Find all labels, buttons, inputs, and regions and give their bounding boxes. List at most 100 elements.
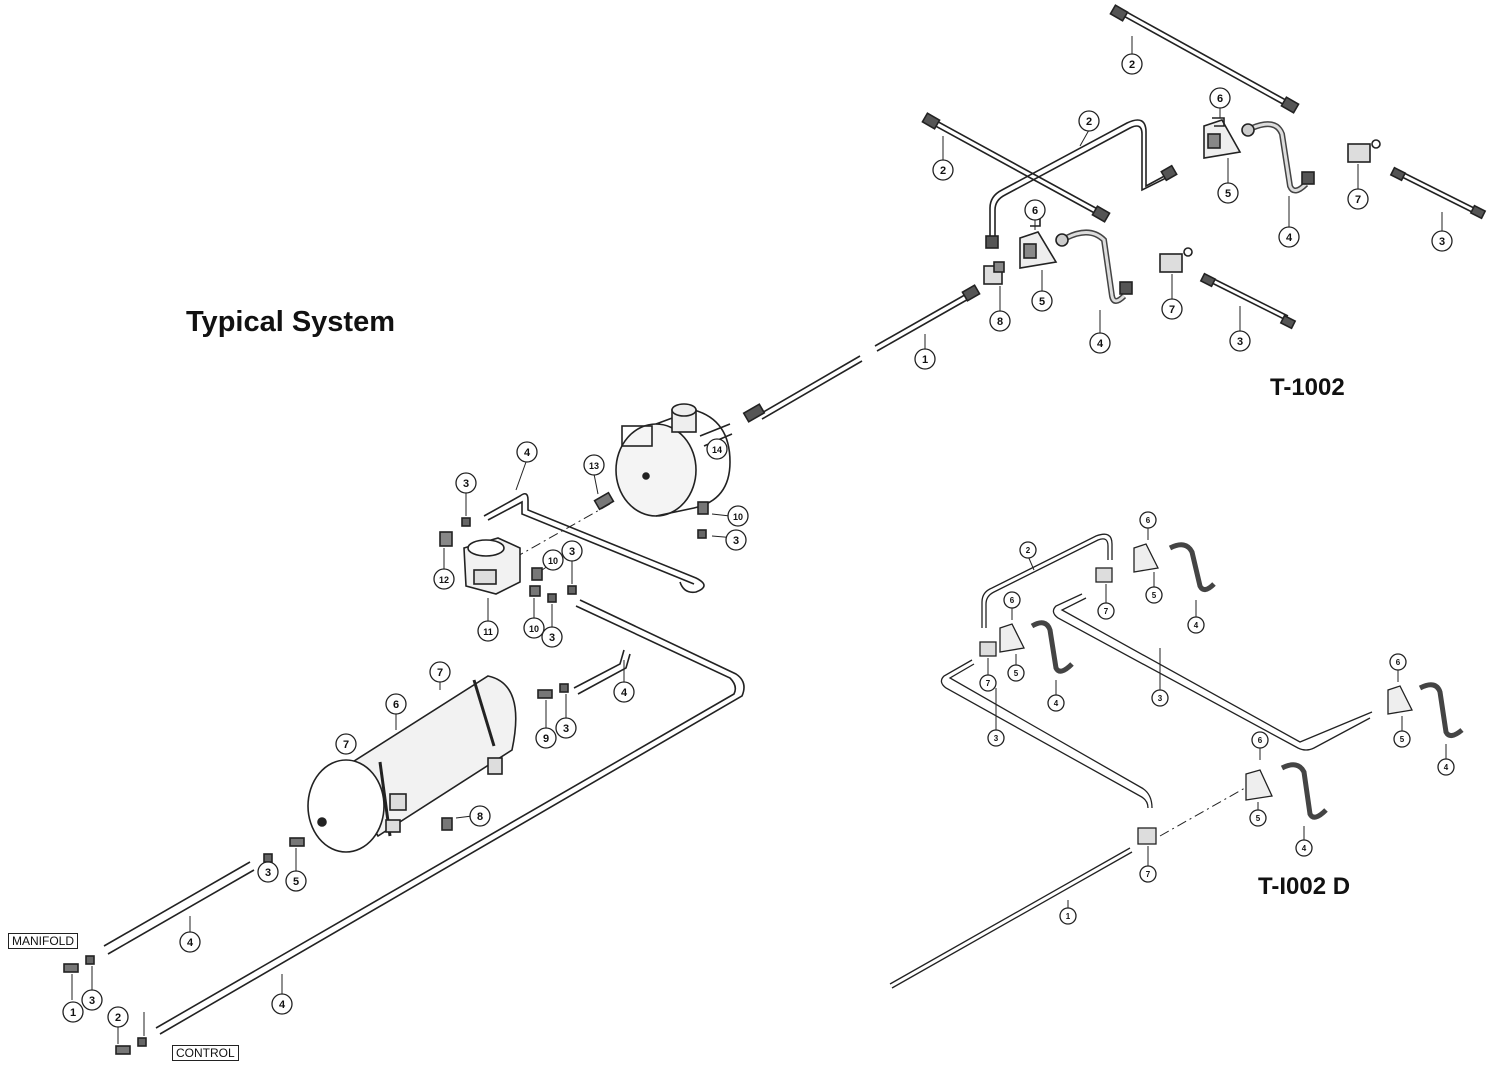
callout-circle bbox=[613, 681, 635, 703]
callout-number: 6 bbox=[1258, 736, 1263, 745]
callout-number: 4 bbox=[524, 447, 531, 459]
callout-number: 5 bbox=[1014, 669, 1019, 678]
callout-circle bbox=[542, 549, 564, 571]
t1002d-hose-4b bbox=[1030, 620, 1074, 674]
t1002d-tube-3a bbox=[1052, 593, 1371, 751]
callout-circle bbox=[455, 472, 477, 494]
t1002d-hose-4d bbox=[1280, 762, 1328, 820]
typical-nut-3g bbox=[85, 955, 95, 965]
callout-circle bbox=[1139, 511, 1157, 529]
callout-circle bbox=[1031, 290, 1053, 312]
callout-number: 14 bbox=[712, 445, 722, 455]
callout-circle bbox=[62, 1001, 84, 1023]
typical-fitting-12 bbox=[439, 531, 453, 547]
callout-number: 3 bbox=[733, 535, 739, 547]
callout-circle bbox=[1229, 330, 1251, 352]
callout-circle bbox=[1024, 199, 1046, 221]
callout-circle bbox=[1139, 865, 1157, 883]
callout-circle bbox=[1251, 731, 1269, 749]
callout-circle bbox=[271, 993, 293, 1015]
t1002-tube-2-bent bbox=[994, 125, 1171, 238]
callout-number: 4 bbox=[187, 937, 194, 949]
t1002-bracket-5 bbox=[1019, 231, 1058, 269]
callout-number: 6 bbox=[1146, 516, 1151, 525]
callout-number: 3 bbox=[265, 867, 271, 879]
callout-circle bbox=[523, 617, 545, 639]
callout-circle bbox=[1209, 87, 1231, 109]
callout-circle bbox=[1047, 694, 1065, 712]
typical-nut-3h bbox=[137, 1037, 147, 1047]
callout-number: 10 bbox=[529, 624, 539, 634]
typical-tube-4b bbox=[573, 649, 625, 689]
callout-number: 4 bbox=[279, 999, 286, 1011]
callout-circle bbox=[989, 310, 1011, 332]
t1002d-bracket-5d bbox=[1245, 769, 1273, 801]
callout-number: 4 bbox=[1286, 232, 1293, 244]
callout-circle bbox=[179, 931, 201, 953]
callout-circle bbox=[81, 989, 103, 1011]
callout-circle bbox=[1121, 53, 1143, 75]
callout-circle bbox=[1187, 616, 1205, 634]
callout-number: 4 bbox=[1054, 699, 1059, 708]
callout-circle bbox=[1151, 689, 1169, 707]
callout-circle bbox=[706, 438, 728, 460]
callout-number: 4 bbox=[1097, 338, 1104, 350]
callout-number: 7 bbox=[437, 667, 443, 679]
t1002d-tee-7a bbox=[1095, 567, 1113, 583]
callout-circle bbox=[1389, 653, 1407, 671]
typical-nut-3c bbox=[567, 585, 577, 595]
callout-number: 6 bbox=[393, 699, 399, 711]
callout-circle bbox=[1278, 226, 1300, 248]
callout-circle bbox=[725, 529, 747, 551]
callout-circle bbox=[727, 505, 749, 527]
callout-number: 3 bbox=[463, 478, 469, 490]
t1002d-assembly bbox=[889, 526, 1464, 989]
callout-circle bbox=[1089, 332, 1111, 354]
callout-number: 1 bbox=[70, 1007, 76, 1019]
t1002d-tube-1 bbox=[889, 847, 1131, 985]
typical-fitting-5 bbox=[289, 837, 305, 847]
t1002d-bracket-5b bbox=[999, 623, 1025, 653]
callout-number: 5 bbox=[1400, 735, 1405, 744]
callout-circle bbox=[1249, 809, 1267, 827]
callout-circle bbox=[1431, 230, 1453, 252]
callout-circle bbox=[433, 568, 455, 590]
callout-circle bbox=[541, 626, 563, 648]
callout-circle bbox=[1059, 907, 1077, 925]
callout-circle bbox=[1393, 730, 1411, 748]
typical-fitting-9 bbox=[537, 689, 553, 699]
t1002-hose-4b bbox=[1250, 121, 1309, 194]
callout-number: 1 bbox=[1066, 912, 1071, 921]
callout-number: 6 bbox=[1010, 596, 1015, 605]
callout-number: 5 bbox=[1152, 591, 1157, 600]
t1002d-hose-4a bbox=[1168, 542, 1216, 592]
callout-number: 5 bbox=[1039, 296, 1045, 308]
callout-circle bbox=[1097, 602, 1115, 620]
callout-number: 6 bbox=[1396, 658, 1401, 667]
callout-number: 11 bbox=[483, 627, 493, 637]
callout-number: 7 bbox=[1146, 870, 1151, 879]
callout-number: 4 bbox=[1302, 844, 1307, 853]
typical-nut-3d bbox=[697, 529, 707, 539]
callout-number: 3 bbox=[89, 995, 95, 1007]
callout-circle bbox=[335, 733, 357, 755]
typical-fitting-10c bbox=[697, 501, 709, 515]
callout-number: 7 bbox=[1169, 304, 1175, 316]
callout-number: 3 bbox=[1158, 694, 1163, 703]
callout-number: 4 bbox=[1194, 621, 1199, 630]
callout-number: 13 bbox=[589, 461, 599, 471]
callout-circle bbox=[469, 805, 491, 827]
callout-number: 4 bbox=[1444, 763, 1449, 772]
typical-nut-3e bbox=[559, 683, 569, 693]
callout-number: 10 bbox=[548, 556, 558, 566]
callout-number: 2 bbox=[940, 165, 946, 177]
callout-number: 3 bbox=[563, 723, 569, 735]
typical-nut-3a bbox=[461, 517, 471, 527]
callout-number: 7 bbox=[343, 739, 349, 751]
t1002d-bracket-5c bbox=[1387, 685, 1413, 715]
callout-number: 6 bbox=[1217, 93, 1223, 105]
callout-number: 5 bbox=[1256, 814, 1261, 823]
t1002-tube-2-top bbox=[1119, 13, 1291, 109]
callout-number: 8 bbox=[477, 811, 483, 823]
